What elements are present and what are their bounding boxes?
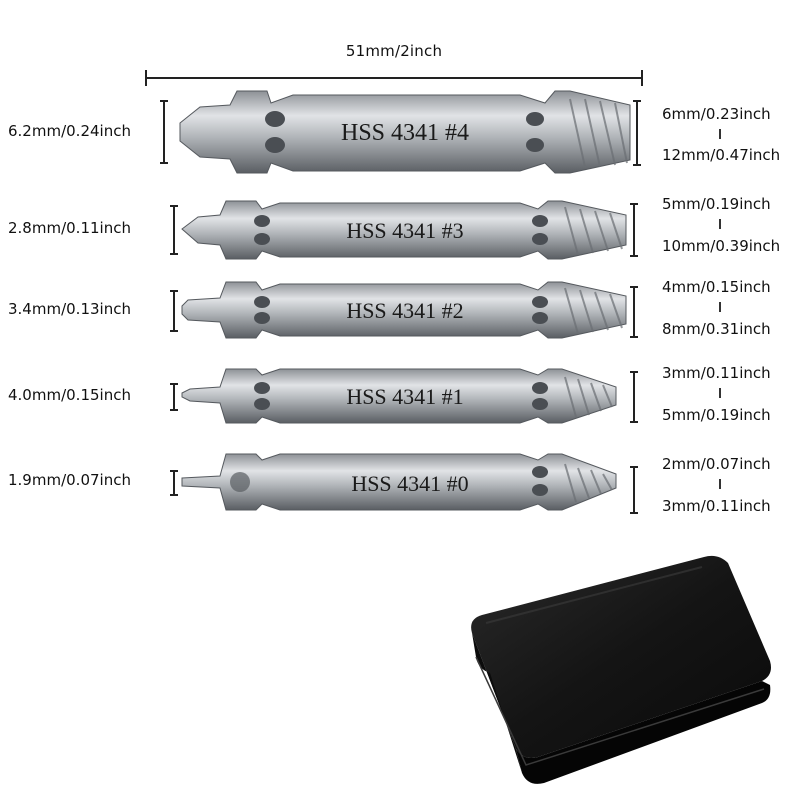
extractor-range-bracket [633,100,641,166]
tip-size-label: 6.2mm/0.24inch [8,122,131,140]
bit-code: HSS 4341 #1 [346,384,463,409]
dimension-line [145,77,643,79]
extractor-min-label: 6mm/0.23inch [662,105,771,123]
bit-code: HSS 4341 #4 [341,120,469,146]
dimension-cap-left [145,70,147,86]
extractor-min-label: 4mm/0.15inch [662,278,771,296]
extractor-max-label: 10mm/0.39inch [662,237,781,255]
bit-row-0: 1.9mm/0.07inch HSS 4341 #0 2mm/0.07inch … [0,450,800,520]
extractor-min-label: 5mm/0.19inch [662,195,771,213]
bit-row-1: 4.0mm/0.15inch HSS 4341 #1 3mm/0.11inch … [0,363,800,428]
tip-size-label: 3.4mm/0.13inch [8,300,131,318]
extractor-range-bracket [630,286,638,338]
overall-length-label: 51mm/2inch [345,42,443,60]
extractor-min-label: 3mm/0.11inch [662,364,771,382]
extractor-bit-0: HSS 4341 #0 [181,453,617,511]
bit-code: HSS 4341 #3 [346,218,463,243]
tip-size-label: 1.9mm/0.07inch [8,471,131,489]
bit-row-2: 3.4mm/0.13inch HSS 4341 #2 4mm/0.15inch … [0,278,800,343]
extractor-bit-3: HSS 4341 #3 [181,200,627,260]
tip-size-bracket [170,290,178,332]
range-separator [719,129,721,139]
extractor-range-bracket [630,203,638,257]
bit-code: HSS 4341 #2 [346,298,463,323]
extractor-max-label: 12mm/0.47inch [662,146,781,164]
range-separator [719,388,721,398]
bit-code: HSS 4341 #0 [351,471,468,496]
storage-case [471,555,771,784]
range-separator [719,302,721,312]
extractor-min-label: 2mm/0.07inch [662,455,771,473]
extractor-bit-4: HSS 4341 #4 [179,90,631,174]
tip-size-bracket [170,470,178,496]
extractor-max-label: 8mm/0.31inch [662,320,771,338]
dimension-cap-right [641,70,643,86]
tip-size-label: 4.0mm/0.15inch [8,386,131,404]
extractor-bit-2: HSS 4341 #2 [181,281,627,339]
tip-size-bracket [170,205,178,255]
extractor-max-label: 3mm/0.11inch [662,497,771,515]
range-separator [719,479,721,489]
tip-size-label: 2.8mm/0.11inch [8,219,131,237]
bit-row-4: 6.2mm/0.24inch HSS 4341 #4 6mm/0.23inch … [0,85,800,180]
extractor-range-bracket [630,371,638,423]
bit-row-3: 2.8mm/0.11inch HSS 4341 #3 5mm/0.19inch … [0,195,800,265]
tip-size-bracket [160,100,168,164]
overall-length-dimension: 51mm/2inch [145,40,643,100]
extractor-bit-1: HSS 4341 #1 [181,368,617,424]
extractor-max-label: 5mm/0.19inch [662,406,771,424]
range-separator [719,219,721,229]
extractor-range-bracket [630,466,638,514]
tip-size-bracket [170,383,178,411]
